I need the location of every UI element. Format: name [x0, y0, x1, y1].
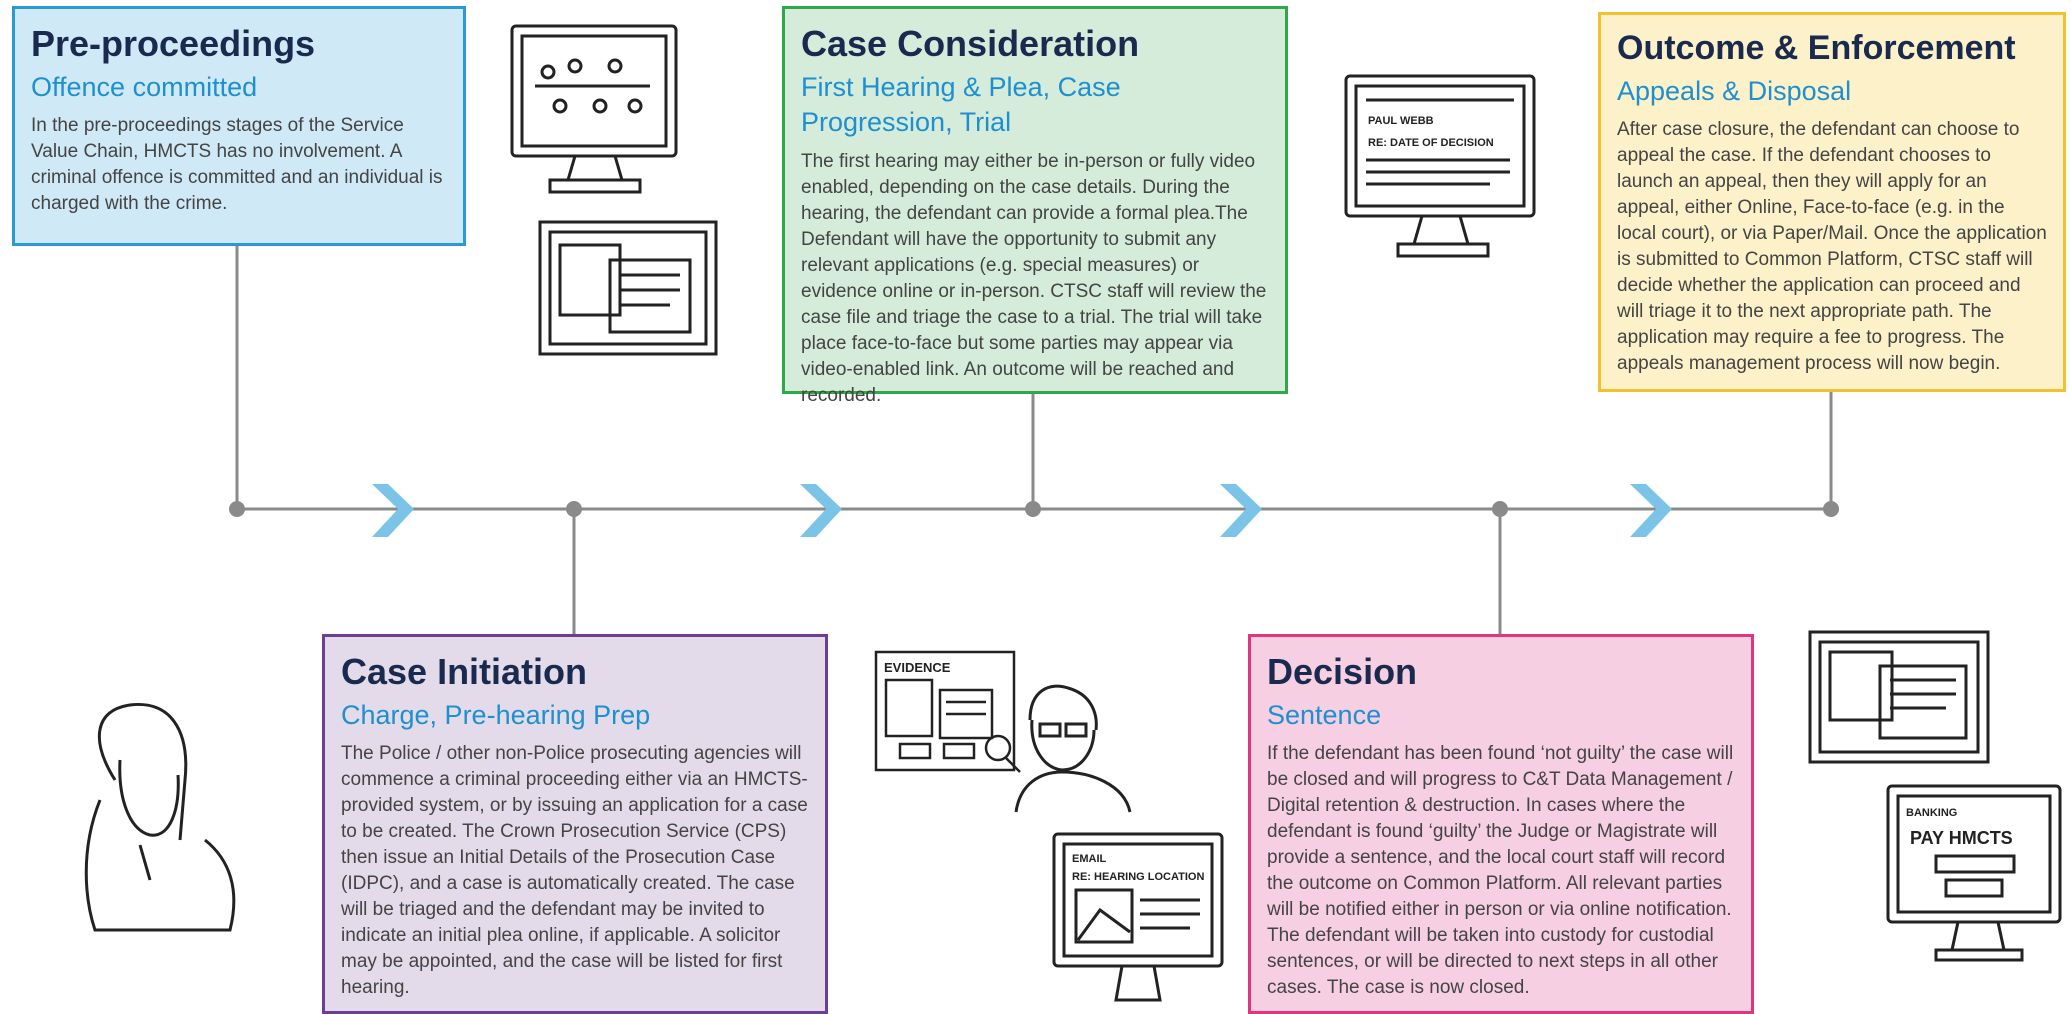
email-monitor-text-2: RE: HEARING LOCATION [1072, 871, 1204, 883]
payment-monitor-text-2: PAY HMCTS [1910, 828, 2013, 848]
stage-card-case-consideration: Case Consideration First Hearing & Plea,… [782, 6, 1288, 406]
timeline-node-case-initiation [566, 501, 582, 517]
stage-title: Pre-proceedings [31, 23, 316, 64]
stage-title: Outcome & Enforcement [1617, 29, 2016, 67]
payment-monitor-text-1: BANKING [1906, 807, 1957, 819]
payment-monitor-icon [1886, 784, 2062, 962]
document-screen-icon-right [1808, 630, 1990, 764]
chevron-icon [800, 484, 842, 537]
email-monitor-icon [1052, 832, 1224, 1002]
stage-card-decision: Decision Sentence If the defendant has b… [1248, 634, 1754, 1014]
stage-description: The first hearing may either be in-perso… [801, 150, 1267, 406]
timeline-node-case-consideration [1025, 501, 1041, 517]
stage-subtitle: Offence committed [31, 72, 258, 103]
stage-description: In the pre-proceedings stages of the Ser… [31, 115, 443, 215]
stage-card-outcome-enforcement: Outcome & Enforcement Appeals & Disposal… [1598, 12, 2066, 392]
document-screen-icon [538, 220, 718, 356]
stage-title: Decision [1267, 651, 1418, 692]
stage-card-case-initiation: Case Initiation Charge, Pre-hearing Prep… [322, 634, 828, 1014]
stage-title: Case Initiation [341, 651, 588, 692]
stage-description: If the defendant has been found ‘not gui… [1267, 743, 1734, 999]
stage-subtitle: Sentence [1267, 700, 1382, 731]
stage-subtitle: First Hearing & Plea, Case Progression, … [801, 72, 1121, 138]
stage-card-pre-proceedings: Pre-proceedings Offence committed In the… [12, 6, 466, 246]
evidence-sketch-icon [874, 650, 1021, 773]
evidence-label: EVIDENCE [884, 660, 951, 675]
man-sketch-icon [1014, 684, 1132, 813]
stage-description: After case closure, the defendant can ch… [1617, 119, 2047, 375]
person-sketch-icon [84, 702, 236, 932]
chevron-icon [372, 484, 414, 537]
stage-subtitle: Charge, Pre-hearing Prep [341, 700, 651, 731]
letter-monitor-icon [1344, 74, 1536, 258]
stage-subtitle: Appeals & Disposal [1617, 76, 1852, 107]
chevron-icon [1630, 484, 1672, 537]
timeline-node-pre-proceedings [229, 501, 245, 517]
email-monitor-text-1: EMAIL [1072, 853, 1107, 865]
stage-title: Case Consideration [801, 23, 1140, 64]
letter-monitor-text-1: PAUL WEBB [1368, 115, 1434, 127]
monitor-sketch-icon [510, 24, 678, 194]
timeline-node-decision [1492, 501, 1508, 517]
chevron-icon [1220, 484, 1262, 537]
timeline-node-outcome [1823, 501, 1839, 517]
letter-monitor-text-2: RE: DATE OF DECISION [1368, 137, 1494, 149]
stage-description: The Police / other non-Police prosecutin… [341, 743, 808, 999]
